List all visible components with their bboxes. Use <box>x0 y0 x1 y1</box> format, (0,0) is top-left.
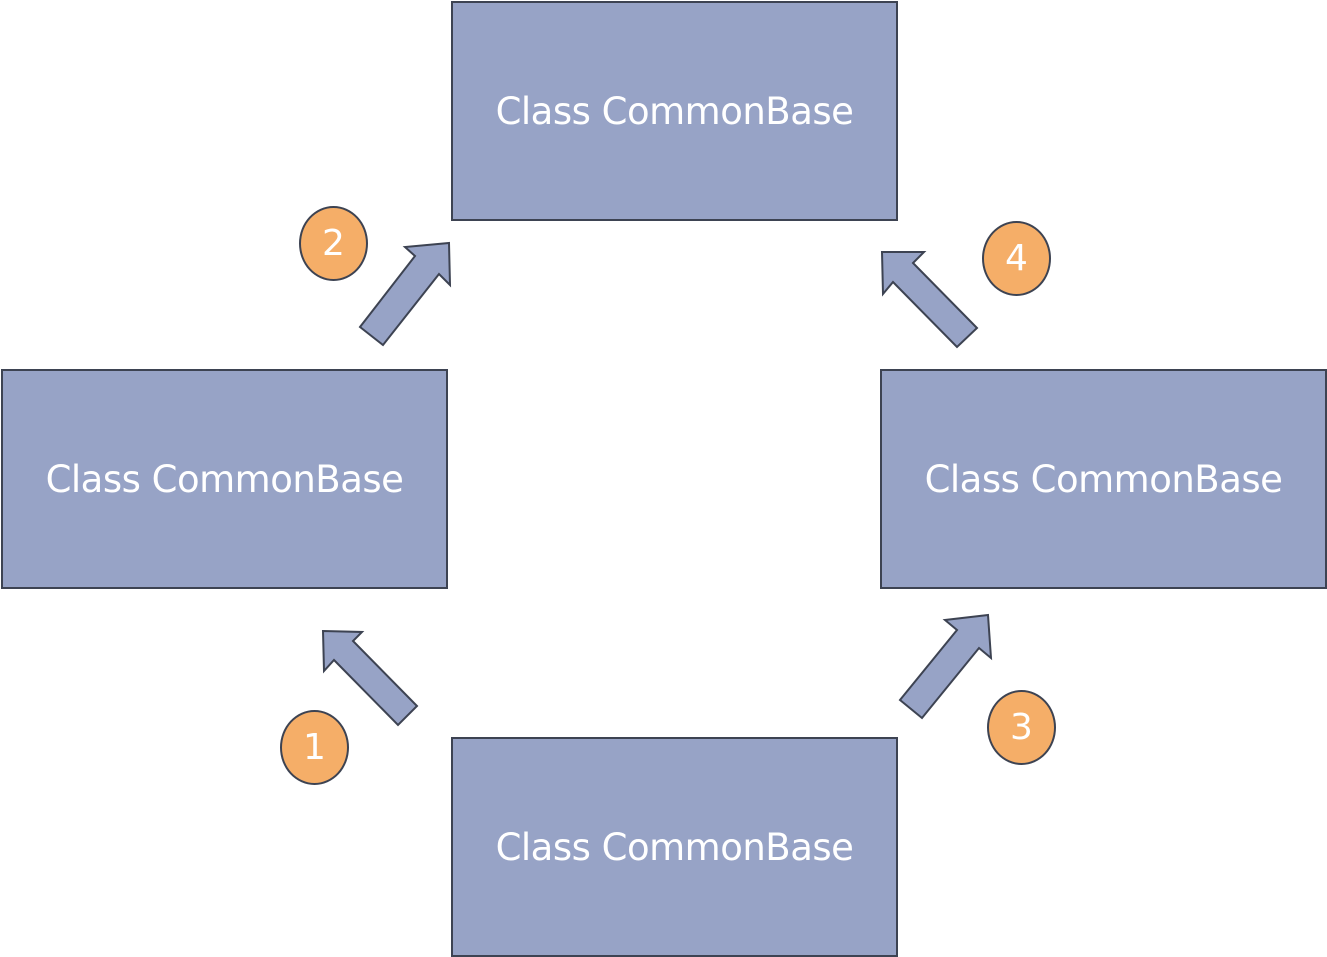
arrow-step-2 <box>358 241 452 347</box>
class-box-label: Class CommonBase <box>495 825 854 869</box>
step-badge-label: 4 <box>1005 238 1028 279</box>
class-box-top: Class CommonBase <box>451 1 898 221</box>
step-badge-label: 3 <box>1010 707 1033 748</box>
step-badge-2: 2 <box>299 206 368 281</box>
class-box-label: Class CommonBase <box>495 89 854 133</box>
step-badge-1: 1 <box>280 710 349 785</box>
arrow-step-4 <box>880 251 979 349</box>
step-badge-label: 1 <box>303 727 326 768</box>
class-box-right: Class CommonBase <box>880 369 1327 589</box>
class-box-label: Class CommonBase <box>924 457 1283 501</box>
step-badge-3: 3 <box>987 690 1056 765</box>
arrow-step-1 <box>321 629 419 727</box>
class-box-label: Class CommonBase <box>45 457 404 501</box>
class-box-bottom: Class CommonBase <box>451 737 898 957</box>
arrow-step-3 <box>898 613 993 720</box>
class-box-left: Class CommonBase <box>1 369 448 589</box>
step-badge-label: 2 <box>322 223 345 264</box>
step-badge-4: 4 <box>982 221 1051 296</box>
